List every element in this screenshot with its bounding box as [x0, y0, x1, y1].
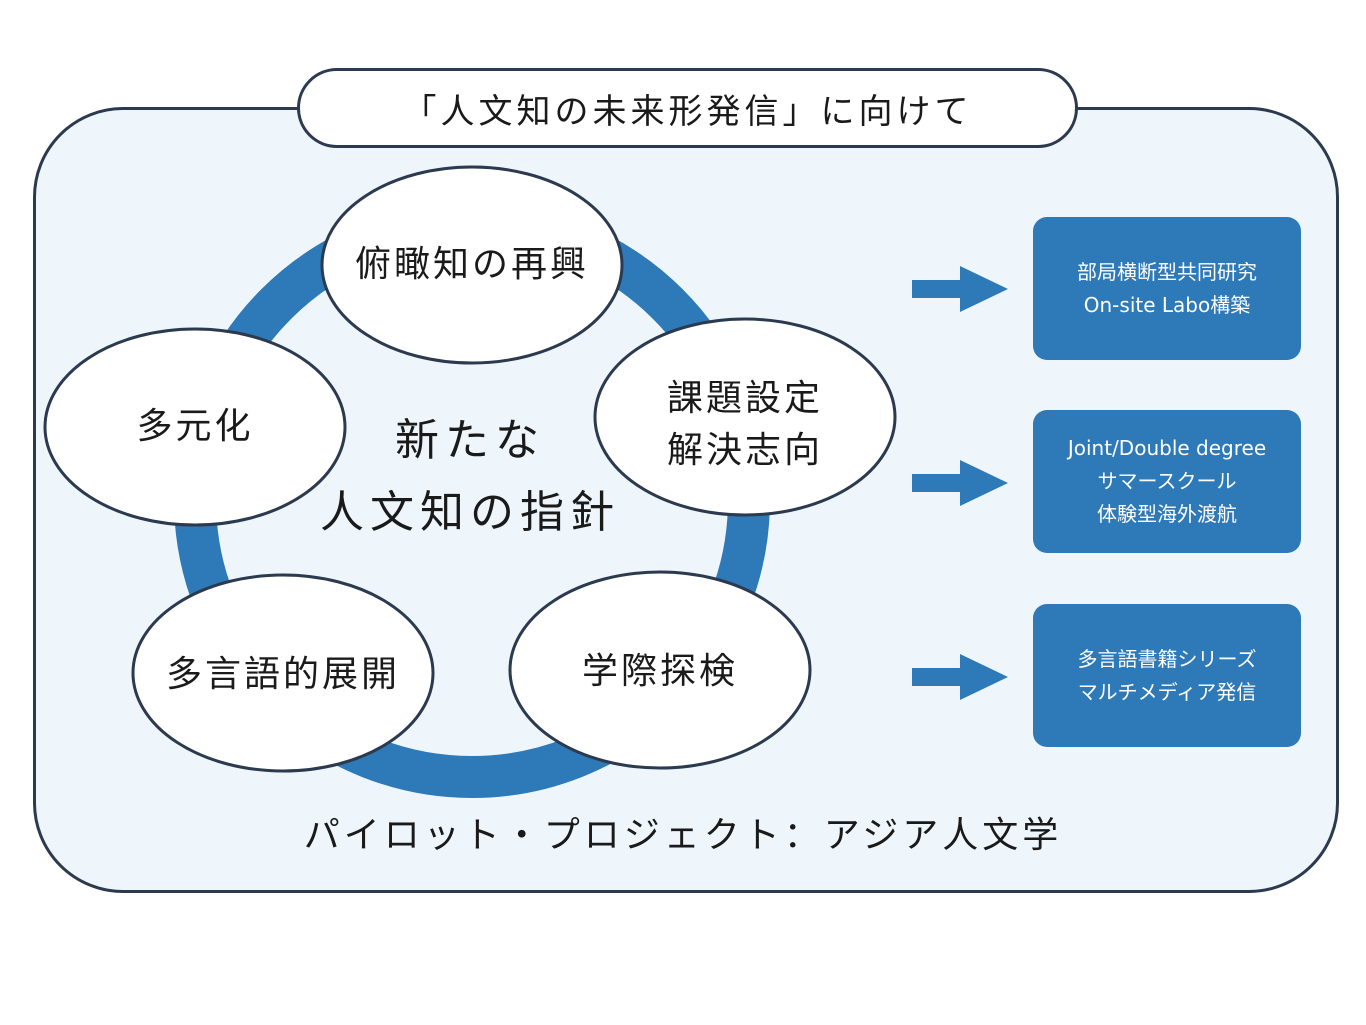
node-bottom-left-text: 多言語的展開 [165, 654, 400, 695]
node-right-text-2: 解決志向 [666, 430, 823, 471]
node-right-label: 課題設定 解決志向 [595, 373, 895, 477]
outcome-box-1: 部局横断型共同研究 On-site Labo構築 [1033, 217, 1301, 360]
outcome-box-3-line-2: マルチメディア発信 [1077, 679, 1257, 704]
node-left-text: 多元化 [136, 406, 254, 447]
arrow-2-icon [912, 460, 1008, 506]
node-right-ellipse [593, 317, 897, 517]
outcome-box-2-line-3: 体験型海外渡航 [1097, 502, 1237, 526]
outcome-box-2-line-1: Joint/Double degree [1067, 436, 1267, 460]
node-left-label: 多元化 [45, 401, 345, 453]
node-bottom-right-text: 学際探検 [581, 651, 738, 692]
node-top-text: 俯瞰知の再興 [354, 244, 589, 285]
outcome-box-2-line-2: サマースクール [1097, 469, 1237, 493]
node-bottom-right-ellipse [508, 570, 812, 770]
center-line-2: 人文知の指針 [320, 487, 620, 538]
node-left-ellipse [43, 327, 347, 527]
outcome-box-3: 多言語書籍シリーズ マルチメディア発信 [1033, 604, 1301, 747]
page-title: 「人文知の未来形発信」に向けて [402, 91, 973, 132]
node-bottom-right-label: 学際探検 [510, 646, 810, 698]
center-heading: 新たな 人文知の指針 [300, 405, 640, 549]
node-right-text-1: 課題設定 [666, 378, 823, 419]
outcome-box-1-line-2: On-site Labo構築 [1083, 292, 1251, 317]
title-banner: 「人文知の未来形発信」に向けて [297, 68, 1078, 148]
arrow-3-icon [912, 654, 1008, 700]
footer-caption: パイロット・プロジェクト：アジア人文学 [303, 815, 1063, 856]
node-top-ellipse [320, 165, 624, 365]
outcome-box-1-line-1: 部局横断型共同研究 [1077, 259, 1257, 284]
center-line-1: 新たな [395, 415, 545, 466]
outcome-box-2: Joint/Double degree サマースクール 体験型海外渡航 [1033, 410, 1301, 553]
node-bottom-left-label: 多言語的展開 [133, 649, 433, 701]
node-bottom-left-ellipse [131, 573, 435, 773]
node-top-label: 俯瞰知の再興 [322, 239, 622, 291]
outcome-box-3-line-1: 多言語書籍シリーズ [1077, 646, 1257, 671]
arrow-1-icon [912, 266, 1008, 312]
